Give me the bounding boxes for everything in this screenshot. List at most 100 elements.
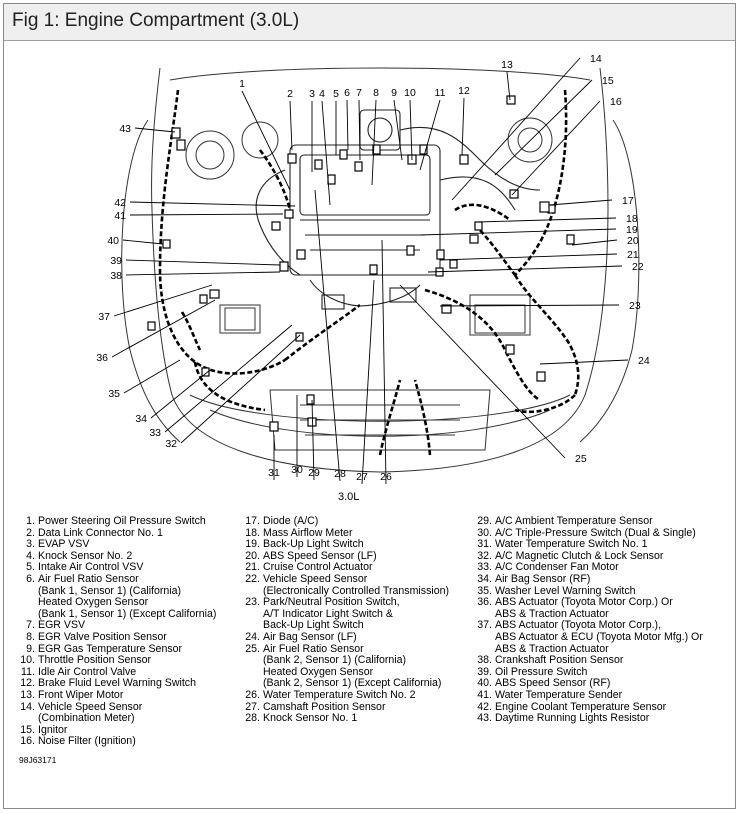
callout-leader-line (134, 127, 176, 133)
legend-item: 18.Mass Airflow Meter (240, 526, 449, 540)
legend-item-number: 30. (477, 526, 492, 539)
legend-item: 9.EGR Gas Temperature Sensor (15, 643, 216, 656)
legend-item: 36.ABS Actuator (Toyota Motor Corp.) Or (472, 596, 703, 609)
callout-leader-line (311, 399, 315, 481)
callout-number: 23 (629, 300, 641, 312)
legend-item-number: 36. (477, 596, 492, 609)
callout-leader-line (164, 324, 293, 433)
callout-number: 17 (622, 195, 634, 207)
callout-leader-line (129, 201, 296, 207)
legend-item-number: 13. (20, 688, 35, 701)
callout-leader-line (129, 213, 284, 216)
callout-number: 30 (291, 464, 303, 476)
legend-item: 14.Vehicle Speed Sensor (15, 700, 216, 714)
callout-leader-line (539, 359, 629, 365)
callout-number: 33 (149, 427, 161, 439)
legend-item: 17.Diode (A/C) (240, 515, 449, 528)
callout-leader-line (427, 265, 623, 273)
legend-item-number: 24. (245, 630, 260, 643)
legend-item-number: 35. (477, 584, 492, 597)
callout-leader-line (461, 97, 465, 156)
callout-number: 42 (114, 197, 126, 209)
legend-item-label: Noise Filter (Ignition) (38, 735, 136, 748)
legend-item-number: 18. (245, 526, 260, 539)
callout-number: 29 (308, 467, 320, 479)
legend-item-label: ABS Speed Sensor (LF) (263, 549, 377, 562)
callout-number: 3 (309, 88, 315, 100)
legend-item-number: 2. (26, 526, 35, 539)
callout-number: 13 (501, 59, 513, 71)
callout-number: 41 (114, 210, 126, 222)
legend-item-label: Vehicle Speed Sensor (38, 700, 143, 713)
callout-number: 10 (404, 87, 416, 99)
legend-item-number: 14. (20, 700, 35, 713)
callout-number: 9 (391, 87, 397, 99)
callout-number: 12 (458, 85, 470, 97)
legend-item-number: 23. (245, 596, 260, 609)
callout-leader-line (371, 99, 377, 186)
legend-item-label: Camshaft Position Sensor (263, 700, 386, 713)
legend-item-label: Engine Coolant Temperature Sensor (495, 700, 667, 713)
legend-item-number: 40. (477, 677, 492, 690)
legend-item: 15.Ignitor (15, 723, 216, 737)
legend-item-number: 20. (245, 549, 260, 562)
legend-item: 30.A/C Triple-Pressure Switch (Dual & Si… (472, 526, 703, 540)
legend-item-continuation: (Electronically Controlled Transmission) (263, 584, 450, 597)
legend-item-number: 10. (20, 654, 35, 667)
legend-item: 33.A/C Condenser Fan Motor (472, 562, 703, 574)
callout-number: 14 (590, 53, 602, 65)
legend-item-number: 12. (20, 677, 35, 690)
figure-frame (3, 3, 736, 809)
legend-item-label: Park/Neutral Position Switch, (263, 596, 400, 609)
callout-leader-line (511, 100, 601, 196)
callout-leader-line (123, 359, 181, 394)
legend-item-label: Knock Sensor No. 1 (263, 712, 358, 725)
legend-item-label: Power Steering Oil Pressure Switch (38, 515, 206, 527)
legend-item: 1.Power Steering Oil Pressure Switch (15, 515, 216, 528)
legend-item-number: 32. (477, 549, 492, 562)
legend-item-label: Crankshaft Position Sensor (495, 654, 624, 667)
legend-item: 20.ABS Speed Sensor (LF) (240, 549, 449, 563)
callout-number: 2 (287, 88, 293, 100)
callout-leader-line (494, 79, 593, 176)
legend-item-continuation: Heated Oxygen Sensor (263, 665, 374, 678)
legend-item-number: 39. (477, 665, 492, 678)
legend-item-label: Idle Air Control Valve (38, 665, 137, 678)
legend-item-label: Daytime Running Lights Resistor (495, 712, 650, 725)
legend-item-number: 8. (26, 630, 35, 643)
title-bar: Fig 1: Engine Compartment (3.0L) (4, 4, 735, 41)
callout-number: 43 (119, 123, 131, 135)
legend-item-label: Knock Sensor No. 2 (38, 549, 133, 562)
callout-number: 36 (96, 352, 108, 364)
legend-item-number: 22. (245, 572, 260, 585)
legend-item-number: 5. (26, 561, 35, 574)
callout-number: 6 (344, 87, 350, 99)
callout-leader-line (451, 57, 581, 201)
legend-item-number: 26. (245, 688, 260, 701)
legend-item-label: Water Temperature Switch No. 2 (263, 688, 416, 701)
legend-item-label: Ignitor (38, 723, 68, 736)
callout-number: 26 (380, 471, 392, 483)
callout-leader-line (125, 271, 281, 276)
callout-leader-line (549, 199, 613, 206)
callout-number: 1 (239, 78, 245, 90)
legend-item: 31.Water Temperature Switch No. 1 (472, 538, 703, 551)
legend-item: 12.Brake Fluid Level Warning Switch (15, 678, 216, 690)
legend-item-label: ABS Actuator (Toyota Motor Corp.), (495, 619, 662, 632)
legend-item: 2.Data Link Connector No. 1 (15, 526, 216, 540)
callout-number: 35 (108, 388, 120, 400)
legend-item-continuation: (Bank 1, Sensor 1) (Except California) (38, 607, 217, 620)
legend-item-label: EGR Valve Position Sensor (38, 630, 167, 643)
legend-item-label: Back-Up Light Switch (263, 538, 364, 551)
legend-item: 32.A/C Magnetic Clutch & Lock Sensor (472, 549, 703, 563)
legend-item: 16.Noise Filter (Ignition) (15, 735, 216, 748)
callout-number: 27 (356, 471, 368, 483)
legend-item-continuation: ABS Actuator & ECU (Toyota Motor Mfg.) O… (495, 630, 703, 643)
legend-item-number: 25. (245, 642, 260, 655)
callout-leader-line (571, 239, 618, 246)
callout-leader-line (150, 369, 211, 419)
legend-item-continuation: (Bank 2, Sensor 1) (California) (263, 654, 407, 667)
